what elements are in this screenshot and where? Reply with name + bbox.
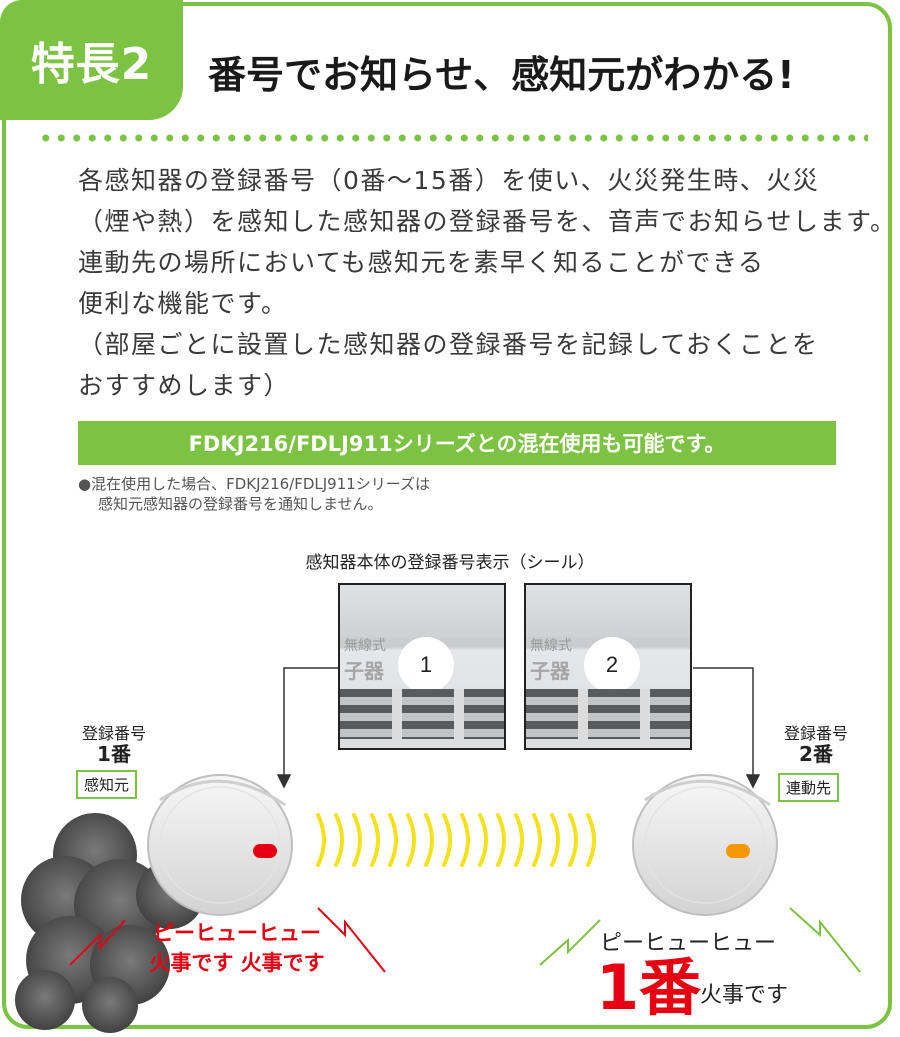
description-line: 各感知器の登録番号（0番～15番）を使い、火災発生時、火災 — [78, 166, 820, 195]
alarm-zigzag-left — [69, 907, 386, 973]
detector-right-lamp — [726, 844, 750, 858]
feature-badge: 特長2 — [0, 0, 183, 120]
right-voice-number: 1番 — [596, 951, 702, 1024]
seal-caption: 感知器本体の登録番号表示（シール） — [305, 553, 595, 573]
dotted-divider — [38, 132, 868, 144]
seal-stamp-text: 無線式 — [344, 638, 386, 654]
description-line: （部屋ごとに設置した感知器の登録番号を記録しておくことを — [78, 330, 819, 359]
right-registration: 登録番号 2番 — [770, 724, 862, 764]
voice-line: 火事です 火事です — [149, 951, 325, 975]
voice-line: ピーヒューヒュー — [153, 921, 321, 945]
right-voice-line: ピーヒューヒュー — [600, 931, 777, 956]
seal-stamp-text: 無線式 — [530, 638, 572, 654]
left-registration: 登録番号 1番 — [68, 724, 160, 764]
seal-photo-right: 無線式 子器 2 — [524, 583, 692, 750]
registration-label: 登録番号 — [81, 724, 146, 743]
radio-waves — [316, 813, 596, 867]
compatibility-banner: FDKJ216/FDLJ911シリーズとの混在使用も可能です。 — [78, 421, 836, 465]
alarm-zigzag-right — [539, 907, 861, 973]
seal-connector-left — [276, 667, 338, 789]
page-title: 番号でお知らせ、感知元がわかる! — [208, 53, 795, 97]
seal-number-right: 2 — [584, 637, 640, 693]
description-line: おすすめします） — [78, 371, 291, 400]
detector-left — [147, 774, 293, 916]
detector-vents — [340, 689, 504, 739]
footnote-line: ●混在使用した場合、FDKJ216/FDLJ911シリーズは — [78, 475, 431, 493]
detector-right — [632, 774, 778, 916]
description-line: 便利な機能です。 — [78, 289, 288, 318]
role-tag-source: 感知元 — [76, 770, 138, 799]
footnote-line: 感知元感知器の登録番号を通知しません。 — [98, 495, 383, 513]
seal-photo-left: 無線式 子器 1 — [338, 583, 506, 750]
right-voice-line: 火事です — [700, 983, 789, 1008]
detector-left-lamp — [253, 844, 277, 858]
detector-vents — [526, 689, 690, 739]
role-tag-linked: 連動先 — [778, 773, 840, 802]
feature-badge-text: 特長2 — [30, 39, 153, 90]
description-line: （煙や熱）を感知した感知器の登録番号を、音声でお知らせします。 — [78, 207, 897, 236]
seal-number-left: 1 — [398, 637, 454, 693]
seal-connector-right — [693, 667, 761, 789]
seal-stamp-text: 子器 — [344, 659, 384, 683]
footnote: ●混在使用した場合、FDKJ216/FDLJ911シリーズは 感知元感知器の登録… — [78, 474, 430, 514]
left-voice-message: ピーヒューヒュー 火事です 火事です — [132, 918, 342, 978]
registration-number: 2番 — [799, 742, 833, 766]
seal-stamp-text: 子器 — [530, 659, 570, 683]
registration-number: 1番 — [97, 742, 131, 766]
description: 各感知器の登録番号（0番～15番）を使い、火災発生時、火災 （煙や熱）を感知した… — [78, 160, 897, 406]
description-line: 連動先の場所においても感知元を素早く知ることができる — [78, 248, 765, 277]
registration-label: 登録番号 — [783, 724, 848, 743]
